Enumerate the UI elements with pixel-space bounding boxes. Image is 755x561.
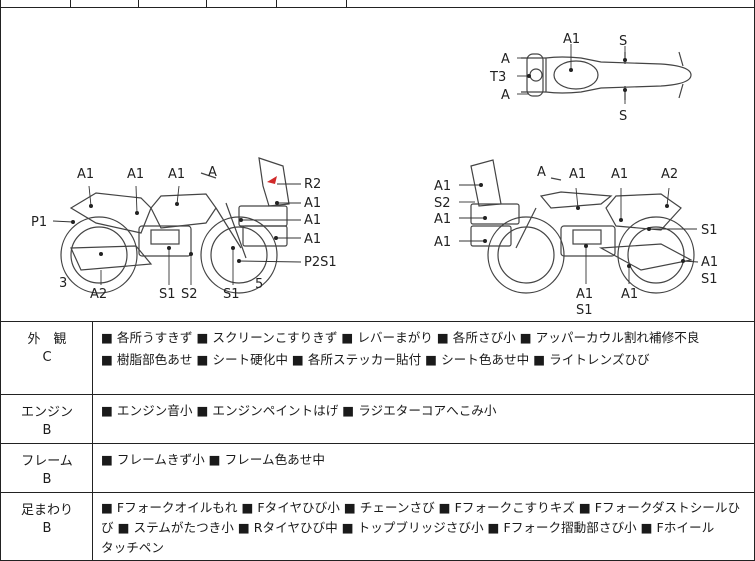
right-side-motorcycle (470, 159, 695, 294)
label-right-a1-8: A1 (621, 287, 638, 302)
label-left-p2s1: P2S1 (304, 255, 337, 270)
row-suspension: 足まわり B ■ Fフォークオイルもれ ■ Fタイヤひび小 ■ チェーンさび ■… (1, 493, 755, 561)
category-grade: C (42, 350, 52, 365)
label-left-a1-2: A1 (127, 167, 144, 182)
row-exterior: 外 観 C ■ 各所うすきず ■ スクリーンこすりきず ■ レバーまがり ■ 各… (1, 322, 755, 395)
label-left-s2: S2 (181, 287, 198, 302)
label-left-a1-3: A1 (168, 167, 185, 182)
label-right-a1-3: A1 (434, 179, 451, 194)
category-cell: フレーム B (1, 444, 93, 492)
label-left-a2: A2 (90, 287, 107, 302)
category-name: 足まわり (20, 503, 73, 518)
label-left-a1-6: A1 (304, 232, 321, 247)
label-left-a1-1: A1 (77, 167, 94, 182)
description-line: ■ Fフォークオイルもれ ■ Fタイヤひび小 ■ チェーンさび ■ Fフォークこ… (101, 500, 741, 515)
label-right-a1-5: A1 (434, 235, 451, 250)
label-left-3: 3 (59, 276, 67, 291)
label-left-a1-4: A1 (304, 196, 321, 211)
label-top-a1: A1 (563, 32, 580, 47)
category-cell: エンジン B (1, 395, 93, 443)
label-right-a2: A2 (661, 167, 678, 182)
row-frame: フレーム B ■ フレームきず小 ■ フレーム色あせ中 (1, 444, 755, 493)
label-right-a1-7: A1 (576, 287, 593, 302)
description-line: ■ 樹脂部色あせ ■ シート硬化中 ■ 各所ステッカー貼付 ■ シート色あせ中 … (101, 352, 650, 367)
label-left-a: A (208, 165, 217, 180)
description-line: タッチペン (101, 540, 164, 555)
category-grade: B (42, 472, 52, 487)
category-cell: 足まわり B (1, 493, 93, 561)
damage-marker-icon (267, 176, 277, 184)
label-right-a1-1: A1 (569, 167, 586, 182)
label-top-a-lower: A (501, 88, 510, 103)
top-view-motorcycle (521, 51, 692, 100)
label-top-t3: T3 (489, 70, 506, 85)
label-right-s2: S2 (434, 196, 451, 211)
label-left-s1-2: S1 (223, 287, 240, 302)
label-left-5: 5 (255, 277, 263, 292)
row-engine: エンジン B ■ エンジン音小 ■ エンジンペイントはげ ■ ラジエターコアへこ… (1, 395, 755, 444)
category-description: ■ Fフォークオイルもれ ■ Fタイヤひび小 ■ チェーンさび ■ Fフォークこ… (101, 498, 750, 558)
header-cell (207, 0, 277, 8)
header-cell (71, 0, 139, 8)
description-line: ■ 各所うすきず ■ スクリーンこすりきず ■ レバーまがり ■ 各所さび小 ■… (101, 330, 700, 345)
label-top-s-upper: S (619, 34, 627, 49)
label-left-a1-5: A1 (304, 213, 321, 228)
label-left-p1: P1 (31, 215, 47, 230)
label-left-r2: R2 (304, 177, 321, 192)
label-right-s1-1: S1 (701, 223, 718, 238)
category-description: ■ エンジン音小 ■ エンジンペイントはげ ■ ラジエターコアへこみ小 (101, 400, 750, 422)
label-right-a1-4: A1 (434, 212, 451, 227)
header-cell (139, 0, 207, 8)
description-line: ■ フレームきず小 ■ フレーム色あせ中 (101, 452, 325, 467)
label-right-a: A (537, 165, 546, 180)
label-right-a1-2: A1 (611, 167, 628, 182)
left-side-motorcycle (60, 157, 290, 294)
category-name: 外 観 (27, 332, 67, 347)
category-description: ■ フレームきず小 ■ フレーム色あせ中 (101, 449, 750, 471)
description-line: び ■ ステムがたつき小 ■ Rタイヤひび中 ■ トップブリッジさび小 ■ Fフ… (101, 520, 715, 535)
header-cell (1, 0, 71, 8)
label-right-s1-3: S1 (576, 303, 593, 318)
damage-diagram: A1 S A T3 A S A1 A1 A1 A R2 A1 A1 A1 P1 … (1, 8, 755, 322)
header-cell (277, 0, 347, 8)
label-top-a-upper: A (501, 52, 510, 67)
category-grade: B (42, 521, 52, 536)
label-right-s1-2: S1 (701, 272, 718, 287)
description-line: ■ エンジン音小 ■ エンジンペイントはげ ■ ラジエターコアへこみ小 (101, 403, 497, 418)
category-description: ■ 各所うすきず ■ スクリーンこすりきず ■ レバーまがり ■ 各所さび小 ■… (101, 327, 750, 371)
category-grade: B (42, 423, 52, 438)
header-strip (1, 0, 755, 8)
label-left-s1-1: S1 (159, 287, 176, 302)
category-name: フレーム (21, 454, 73, 469)
label-top-s-lower: S (619, 109, 627, 124)
category-cell: 外 観 C (1, 322, 93, 394)
label-right-a1-6: A1 (701, 255, 718, 270)
category-name: エンジン (20, 405, 73, 420)
motorcycle-diagram-svg: A1 S A T3 A S A1 A1 A1 A R2 A1 A1 A1 P1 … (31, 32, 718, 318)
